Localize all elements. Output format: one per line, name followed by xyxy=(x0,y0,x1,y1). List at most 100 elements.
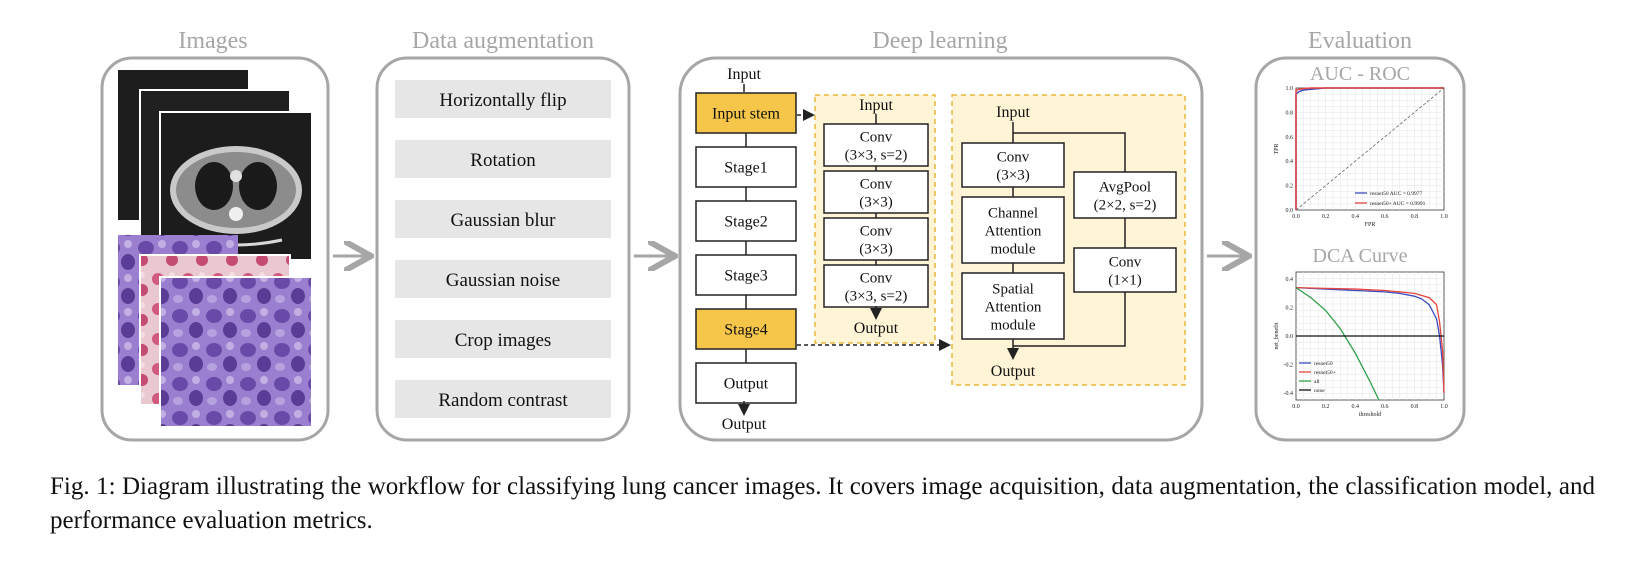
section-title-evaluation: Evaluation xyxy=(1308,28,1412,54)
stem-conv-block-line: (3×3, s=2) xyxy=(845,288,908,304)
backbone-block: Stage1 xyxy=(695,146,797,188)
x-tick-label: 1.0 xyxy=(1440,214,1448,220)
stage-conv-block-line: Conv xyxy=(997,149,1030,165)
backbone-input-label: Input xyxy=(727,66,761,83)
augmentation-label: Horizontally flip xyxy=(439,90,566,111)
stem-conv-stack: Conv(3×3, s=2)Conv(3×3)Conv(3×3)Conv(3×3… xyxy=(823,114,929,320)
stage-conv-block: Conv (3×3) xyxy=(961,142,1065,188)
deep-learning-frame xyxy=(678,56,1204,442)
backbone-block-line: Stage3 xyxy=(724,268,768,285)
backbone-block: Input stem xyxy=(695,92,797,134)
x-tick-label: 0.8 xyxy=(1411,214,1419,220)
augmentation-label: Gaussian noise xyxy=(446,270,561,291)
conv1x1-block-line: Conv xyxy=(1109,254,1142,270)
backbone-block-line: Input stem xyxy=(712,106,781,123)
stem-conv-block: Conv(3×3, s=2) xyxy=(823,123,929,167)
augmentation-item: Random contrast xyxy=(395,380,611,418)
roc-diagonal xyxy=(1295,87,1445,211)
y-tick-label: -0.2 xyxy=(1284,362,1294,368)
backbone-block-line: Stage4 xyxy=(724,322,768,339)
x-tick-label: 0.2 xyxy=(1322,214,1330,220)
augmentation-label: Random contrast xyxy=(438,390,568,411)
x-tick-label: 0.2 xyxy=(1322,404,1330,410)
avgpool-block-line: (2×2, s=2) xyxy=(1094,197,1157,213)
stem-conv-block-line: Conv xyxy=(860,223,893,239)
section-title-images: Images xyxy=(178,28,247,54)
evaluation-frame xyxy=(1254,56,1466,442)
dca-series-line xyxy=(1295,286,1445,393)
stem-conv-block-line: (3×3) xyxy=(859,194,892,210)
y-tick-label: 1.0 xyxy=(1286,86,1294,92)
stage-module: Conv(3×3)ChannelAttentionmoduleSpatialAt… xyxy=(961,122,1177,360)
channel-attention-block-line: module xyxy=(991,241,1036,257)
augmentation-item: Crop images xyxy=(395,320,611,358)
backbone-block: Stage2 xyxy=(695,200,797,242)
y-tick-label: 0.0 xyxy=(1286,208,1294,214)
y-tick-label: 0.0 xyxy=(1286,334,1294,340)
dca-legend: resnet50 resnet50+ all none xyxy=(1299,361,1336,394)
x-tick-label: 0.4 xyxy=(1351,404,1359,410)
x-tick-label: 0.0 xyxy=(1292,214,1300,220)
stem-conv-block: Conv (3×3) xyxy=(823,170,929,214)
y-tick-label: 0.4 xyxy=(1286,159,1294,165)
spatial-attention-block-line: module xyxy=(991,317,1036,333)
stem-conv-block: Conv (3×3, s=2) xyxy=(823,264,929,308)
y-tick-label: 0.4 xyxy=(1286,277,1294,283)
roc-series-line xyxy=(1295,87,1444,210)
y-tick-label: 0.2 xyxy=(1286,184,1294,190)
augmentation-item: Gaussian blur xyxy=(395,200,611,238)
spatial-attention-block-line: Attention xyxy=(985,299,1042,315)
dca-legend-entry: resnet50 xyxy=(1314,361,1333,367)
stage-conv-block-line: (3×3) xyxy=(996,167,1029,183)
stem-conv-block-line: Conv xyxy=(860,129,893,145)
augmentation-label: Crop images xyxy=(455,330,552,351)
stem-conv-block-line: Conv xyxy=(860,176,893,192)
section-title-deep-learning: Deep learning xyxy=(872,28,1007,54)
augmentation-frame xyxy=(375,56,631,442)
backbone-block-line: Stage2 xyxy=(724,214,768,231)
y-axis-label: TPR xyxy=(1274,143,1280,154)
backbone-block: Stage3 xyxy=(695,254,797,296)
y-tick-label: 0.8 xyxy=(1286,110,1294,116)
stem-conv-block-line: Conv xyxy=(860,270,893,286)
x-tick-label: 0.6 xyxy=(1381,404,1389,410)
x-tick-label: 1.0 xyxy=(1440,404,1448,410)
stem-output-label: Output xyxy=(854,320,899,337)
y-axis-label: net_benefit xyxy=(1273,322,1280,349)
dca-legend-entry: all xyxy=(1314,379,1320,385)
ct-scan-stack xyxy=(118,70,313,261)
dca-legend-entry: none xyxy=(1314,388,1325,394)
x-tick-label: 0.6 xyxy=(1381,214,1389,220)
backbone-block: Output xyxy=(695,362,797,404)
spatial-attention-block-line: Spatial xyxy=(992,281,1034,297)
augmentation-item: Gaussian noise xyxy=(395,260,611,298)
roc-legend-entry: resnet50 AUC = 0.9977 xyxy=(1370,191,1423,197)
y-tick-label: 0.6 xyxy=(1286,135,1294,141)
y-tick-label: -0.4 xyxy=(1284,391,1294,397)
x-tick-label: 0.0 xyxy=(1292,404,1300,410)
backbone-block-line: Output xyxy=(724,376,769,393)
augmentation-label: Gaussian blur xyxy=(450,210,556,231)
roc-title: AUC - ROC xyxy=(1310,63,1410,85)
figure-caption: Fig. 1: Diagram illustrating the workflo… xyxy=(50,473,1595,534)
stem-input-label: Input xyxy=(859,97,893,114)
stem-conv-block: Conv(3×3) xyxy=(823,217,929,261)
channel-attention-block-line: Channel xyxy=(988,205,1038,221)
conv1x1-block-line: (1×1) xyxy=(1108,272,1141,288)
y-tick-label: 0.2 xyxy=(1286,306,1294,312)
images-frame xyxy=(100,56,330,442)
augmentation-item: Horizontally flip xyxy=(395,80,611,118)
dca-legend-entry: resnet50+ xyxy=(1314,370,1336,376)
dca-series-line xyxy=(1295,286,1445,393)
channel-attention-block-line: Attention xyxy=(985,223,1042,239)
stage-output-label: Output xyxy=(991,363,1036,380)
conv1x1-block: Conv (1×1) xyxy=(1073,247,1177,293)
augmentation-label: Rotation xyxy=(470,150,536,171)
avgpool-block-line: AvgPool xyxy=(1099,179,1151,195)
